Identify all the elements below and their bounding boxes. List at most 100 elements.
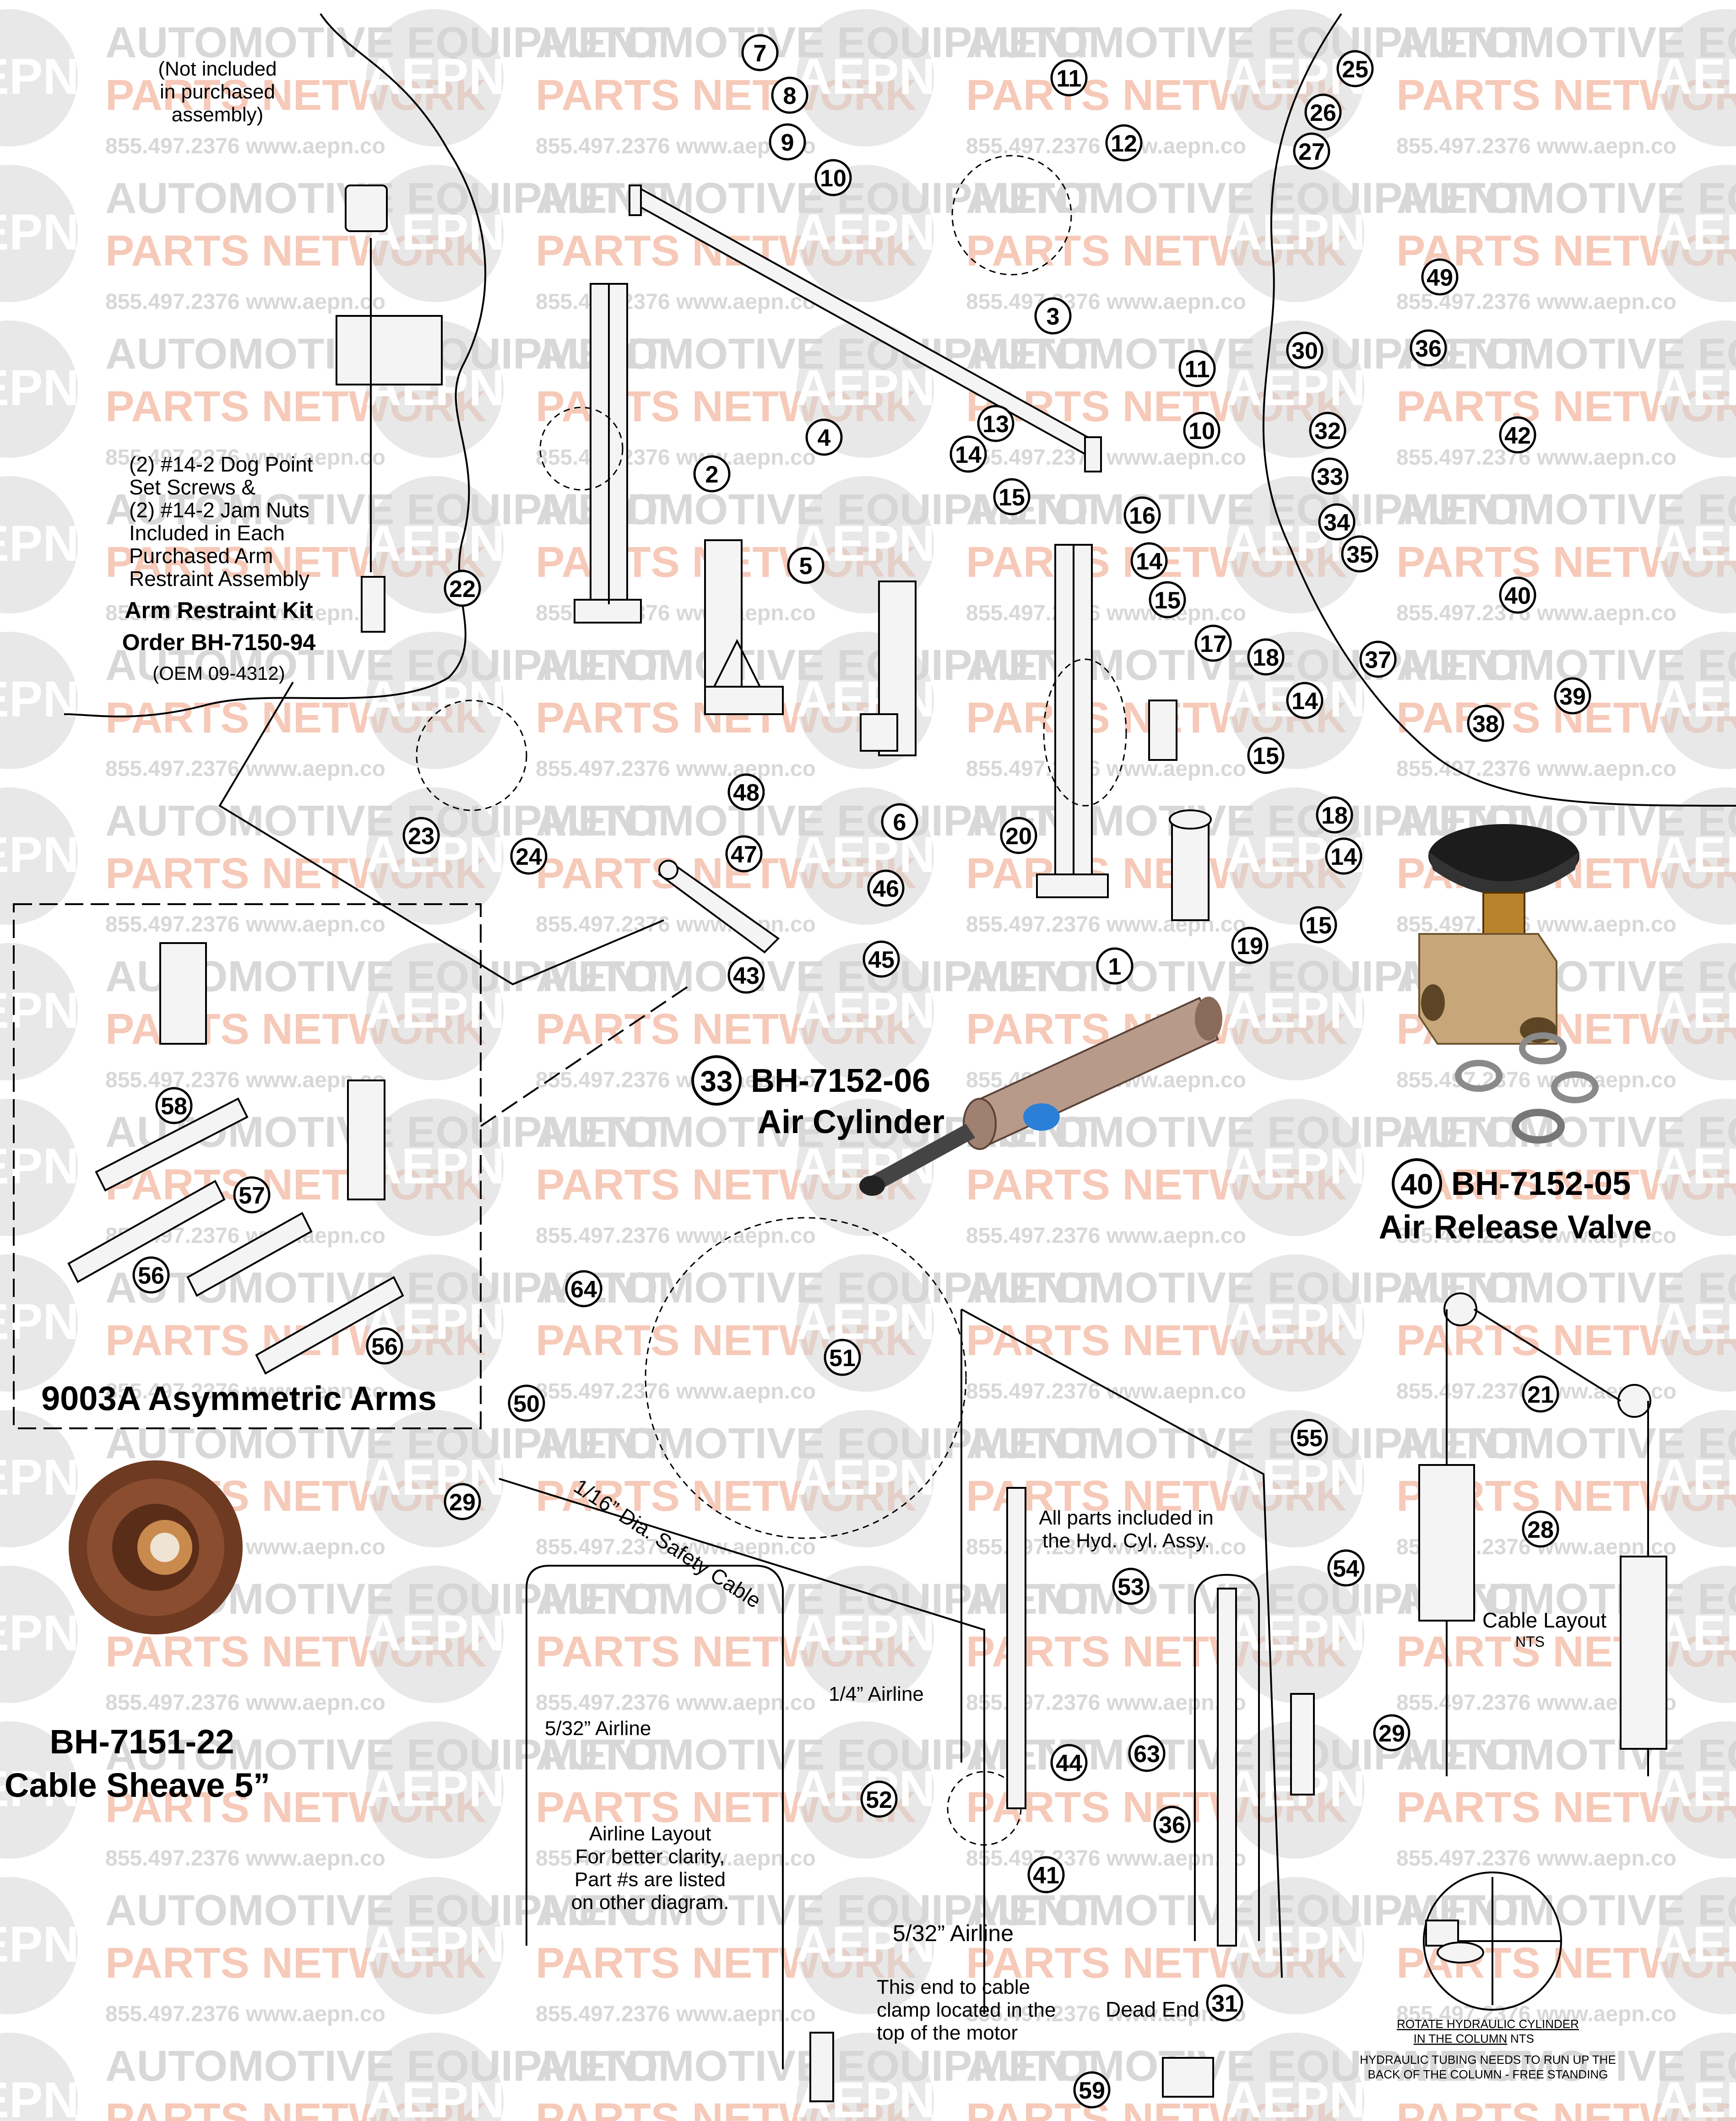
watermark-logo: AEPN	[795, 1410, 935, 1547]
callout-14: 14	[949, 435, 987, 473]
callout-12: 12	[1105, 124, 1143, 162]
asymmetric-arms-parts	[67, 942, 404, 1375]
callout-47: 47	[725, 835, 763, 873]
callout-number: 29	[1378, 1720, 1405, 1747]
watermark-logo: AEPN	[1656, 1566, 1736, 1703]
watermark-text: 855.497.2376 www.aepn.co	[1396, 912, 1676, 937]
callout-32: 32	[1309, 412, 1346, 449]
callout-circle	[1073, 2071, 1111, 2109]
watermark-text: 855.497.2376 www.aepn.co	[1396, 757, 1676, 781]
watermark-text: 855.497.2376 www.aepn.co	[1396, 601, 1676, 625]
watermark-logo: AEPN	[365, 1566, 505, 1703]
watermark-logo-text: AEPN	[1656, 1294, 1736, 1350]
callout-35: 35	[1341, 535, 1378, 573]
watermark-logo-text: AEPN	[0, 49, 79, 105]
airline-layout-note: Airline Layout For better clarity, Part …	[571, 1823, 729, 1914]
air-release-valve-illustration	[1418, 824, 1599, 1144]
callout-number: 5	[799, 553, 813, 580]
watermark-logo: AEPN	[1226, 1099, 1366, 1236]
callout-number: 18	[1321, 803, 1348, 829]
not-included-note: (Not included in purchased assembly)	[158, 58, 277, 126]
callout-number: 22	[449, 576, 476, 602]
callout-circle	[1286, 682, 1324, 719]
callout-circle	[863, 940, 900, 978]
watermark-logo: AEPN	[1226, 165, 1366, 302]
callout-circle	[1309, 412, 1346, 449]
air-cylinder-callout: 33	[700, 1065, 732, 1098]
callout-number: 7	[754, 40, 767, 67]
watermark-logo-text: AEPN	[795, 1449, 935, 1506]
callout-number: 38	[1472, 711, 1499, 738]
watermark-text: 855.497.2376 www.aepn.co	[105, 445, 385, 470]
watermark-logo: AEPN	[1656, 787, 1736, 925]
watermark-logo: AEPN	[1656, 2033, 1736, 2121]
callout-number: 20	[1005, 823, 1032, 850]
watermark-logo-text: AEPN	[1656, 1449, 1736, 1506]
callout-number: 32	[1314, 418, 1341, 445]
watermark-text: 855.497.2376 www.aepn.co	[105, 601, 385, 625]
callout-number: 15	[1253, 743, 1279, 770]
watermark-text: 855.497.2376 www.aepn.co	[105, 1691, 385, 1715]
callout-number: 3	[1047, 304, 1060, 330]
watermark-logo-text: AEPN	[365, 1605, 505, 1661]
callout-number: 36	[1159, 1812, 1185, 1839]
callout-number: 53	[1118, 1574, 1144, 1600]
cable-layout-label: Cable Layout	[1482, 1608, 1606, 1632]
callout-circle	[1421, 258, 1459, 296]
callout-41: 41	[1027, 1856, 1065, 1893]
callout-number: 31	[1211, 1991, 1238, 2017]
callout-number: 15	[998, 484, 1025, 511]
watermark-logo-text: AEPN	[1656, 515, 1736, 572]
watermark-text: 855.497.2376 www.aepn.co	[1396, 1846, 1676, 1871]
callout-15: 15	[1300, 906, 1337, 944]
watermark-logo-text: AEPN	[1226, 1294, 1366, 1350]
callout-circle	[1499, 576, 1536, 614]
watermark-logo: AEPN	[1656, 1877, 1736, 2014]
callout-circle	[444, 570, 481, 607]
callout-number: 48	[733, 780, 760, 806]
callout-number: 13	[982, 411, 1009, 438]
callout-number: 39	[1559, 683, 1586, 710]
watermark-logo-text: AEPN	[0, 204, 79, 260]
callout-46: 46	[867, 869, 905, 907]
callout-circle	[1206, 1984, 1243, 2022]
callout-number: 63	[1134, 1741, 1160, 1768]
watermark-logo-text: AEPN	[1226, 360, 1366, 416]
watermark-logo: AEPN	[795, 1877, 935, 2014]
callout-circle	[508, 1384, 545, 1422]
callout-14: 14	[1286, 682, 1324, 719]
callout-circle	[824, 1339, 861, 1376]
arm-restraint-parts	[336, 184, 443, 633]
hyd-cyl-note: All parts included in the Hyd. Cyl. Assy…	[1039, 1507, 1214, 1552]
watermark-logo: AEPN	[0, 1566, 79, 1703]
arm-kit-oem: (OEM 09-4312)	[152, 662, 285, 684]
watermark-logo-text: AEPN	[795, 982, 935, 1039]
air-cylinder-part-number: BH-7152-06	[751, 1063, 930, 1099]
callout-number: 54	[1333, 1556, 1359, 1582]
callout-52: 52	[860, 1780, 898, 1818]
watermark-logo: AEPN	[1656, 632, 1736, 769]
callout-25: 25	[1336, 50, 1374, 87]
callout-circle	[1410, 329, 1447, 367]
callout-circle	[860, 1780, 898, 1818]
air-valve-part-number: BH-7152-05	[1451, 1166, 1631, 1202]
callout-39: 39	[1554, 677, 1591, 715]
watermark-logo-text: AEPN	[795, 1916, 935, 1973]
callout-number: 11	[1185, 356, 1210, 383]
callout-circle	[993, 478, 1031, 515]
callout-number: 25	[1342, 56, 1368, 83]
watermark-text: 855.497.2376 www.aepn.co	[105, 1379, 385, 1404]
callout-42: 42	[1499, 416, 1536, 454]
callout-circle	[1318, 503, 1356, 541]
callout-number: 43	[733, 963, 760, 989]
watermark-logo-text: AEPN	[1226, 1138, 1366, 1194]
watermark-logo-text: AEPN	[1656, 1916, 1736, 1973]
watermark-logo-text: AEPN	[0, 1449, 79, 1506]
watermark-logo: AEPN	[1656, 1410, 1736, 1547]
watermark-logo: AEPN	[0, 1410, 79, 1547]
watermark-text: 855.497.2376 www.aepn.co	[536, 1691, 816, 1715]
note-line: For better clarity,	[575, 1845, 725, 1868]
callout-number: 14	[1330, 844, 1357, 870]
rotate-detail	[1425, 1877, 1561, 2005]
callout-circle	[727, 773, 765, 811]
